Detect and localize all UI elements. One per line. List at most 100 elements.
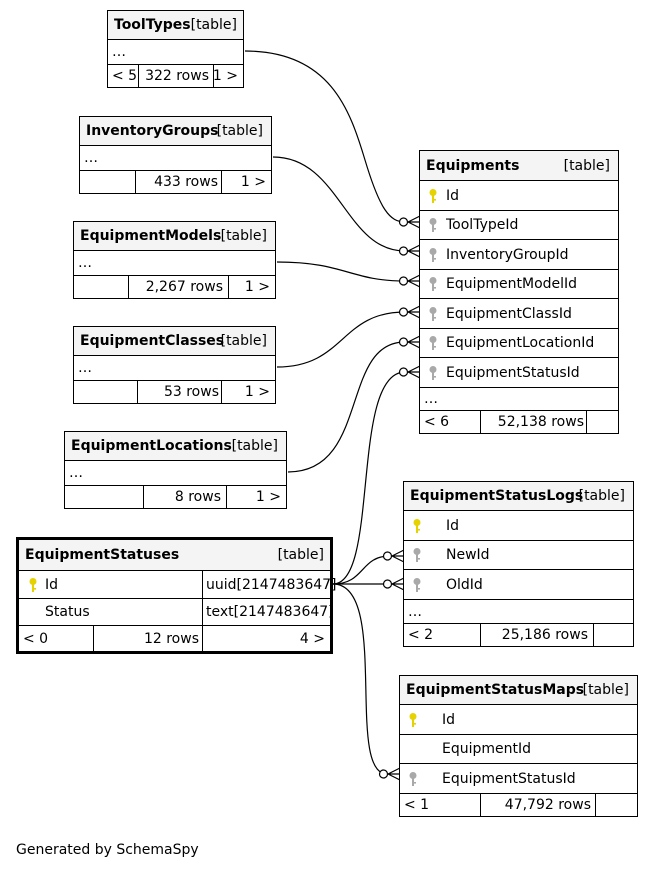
column-ellipsis: … <box>78 360 92 376</box>
column-ellipsis: … <box>112 44 126 60</box>
column-ellipsis: … <box>69 465 83 481</box>
relation-equipmentclasses-equipments <box>276 311 406 368</box>
column-name: EquipmentModelId <box>446 276 578 292</box>
table-type-label: [table] <box>563 157 610 174</box>
column-type: text[2147483647] <box>206 604 334 620</box>
column-ellipsis: … <box>424 391 438 407</box>
table-name: EquipmentClasses <box>80 333 225 349</box>
table-name: EquipmentStatuses <box>25 547 180 563</box>
row-count: 322 rows <box>145 68 209 84</box>
children-count[interactable]: 1 > <box>240 174 266 190</box>
column-name: OldId <box>446 576 483 593</box>
table-type-label: [table] <box>277 547 324 563</box>
table-type-label: [table] <box>231 438 278 454</box>
row-count: 47,792 rows <box>504 797 591 813</box>
table-name: InventoryGroups <box>86 123 219 139</box>
table-inventorygroups[interactable]: InventoryGroups [table] … 433 rows 1 > <box>79 116 272 194</box>
row-count: 433 rows <box>154 174 218 190</box>
column-ellipsis: … <box>408 603 422 620</box>
table-name: EquipmentStatusMaps <box>406 682 585 698</box>
crowsfoot-equipmentstatusid <box>398 365 421 379</box>
relation-equipmentstatuses-equipments <box>332 371 406 585</box>
crowsfoot-equipmentmodelid <box>398 274 421 288</box>
foreign-key-icon <box>428 329 438 357</box>
foreign-key-icon <box>428 211 438 239</box>
table-equipments[interactable]: Equipments [table] Id ToolTypeId Invento… <box>419 150 619 434</box>
column-type: uuid[2147483647] <box>206 576 337 593</box>
foreign-key-icon <box>428 299 438 328</box>
column-name: Id <box>45 576 59 593</box>
children-count[interactable]: 4 > <box>299 630 325 647</box>
column-name: EquipmentStatusId <box>442 770 576 787</box>
children-count[interactable]: 1 > <box>212 68 238 84</box>
column-name: Status <box>45 604 90 620</box>
row-count: 2,267 rows <box>145 279 223 295</box>
table-type-label: [table] <box>216 123 263 139</box>
column-ellipsis: … <box>84 150 98 166</box>
column-name: EquipmentStatusId <box>446 364 580 381</box>
row-count: 25,186 rows <box>501 627 588 643</box>
table-equipmentlocations[interactable]: EquipmentLocations [table] … 8 rows 1 > <box>64 431 287 509</box>
parents-count[interactable]: < 1 <box>404 797 430 813</box>
crowsfoot-equipmentlocationid <box>398 335 421 349</box>
table-name: EquipmentLocations <box>71 438 232 454</box>
table-equipmentmodels[interactable]: EquipmentModels [table] … 2,267 rows 1 > <box>73 221 276 299</box>
foreign-key-icon <box>412 570 422 599</box>
crowsfoot-equipmentclassid <box>398 305 421 319</box>
crowsfoot-oldid <box>382 577 405 591</box>
children-count[interactable]: 1 > <box>244 384 270 400</box>
table-name: EquipmentModels <box>80 228 222 244</box>
table-type-label: [table] <box>220 228 267 244</box>
column-name: Id <box>446 187 460 204</box>
table-equipmentstatusmaps[interactable]: EquipmentStatusMaps [table] Id Equipment… <box>399 675 638 817</box>
parents-count[interactable]: < 6 <box>424 414 450 430</box>
foreign-key-icon <box>428 270 438 298</box>
children-count[interactable]: 1 > <box>255 489 281 505</box>
column-ellipsis: … <box>78 255 92 271</box>
foreign-key-icon <box>408 764 418 793</box>
column-name: EquipmentLocationId <box>446 335 595 351</box>
row-count: 12 rows <box>143 630 199 647</box>
primary-key-icon <box>408 705 418 734</box>
crowsfoot-inventorygroupid <box>398 244 421 258</box>
column-name: InventoryGroupId <box>446 246 569 263</box>
primary-key-icon <box>28 571 38 598</box>
table-tooltypes[interactable]: ToolTypes [table] … < 5 322 rows 1 > <box>107 10 244 88</box>
column-name: Id <box>446 517 460 534</box>
column-name: EquipmentClassId <box>446 305 572 322</box>
row-count: 8 rows <box>174 489 221 505</box>
table-type-label: [table] <box>220 333 267 349</box>
table-equipmentclasses[interactable]: EquipmentClasses [table] … 53 rows 1 > <box>73 326 276 404</box>
row-count: 53 rows <box>163 384 219 400</box>
parents-count[interactable]: < 2 <box>408 627 434 643</box>
column-name: Id <box>442 711 456 728</box>
table-name: Equipments <box>426 157 520 174</box>
table-equipmentstatuses[interactable]: EquipmentStatuses [table] Id uuid[214748… <box>16 537 337 654</box>
foreign-key-icon <box>412 541 422 569</box>
table-equipmentstatuslogs[interactable]: EquipmentStatusLogs [table] Id NewId Old… <box>403 481 634 647</box>
column-name: NewId <box>446 547 490 563</box>
crowsfoot-maps-equipmentstatusid <box>378 767 401 781</box>
row-count: 52,138 rows <box>497 414 584 430</box>
primary-key-icon <box>412 511 422 540</box>
relation-equipmentmodels-equipments <box>276 261 406 282</box>
relation-equipmentlocations-equipments <box>287 341 406 473</box>
parents-count[interactable]: < 0 <box>23 630 49 647</box>
foreign-key-icon <box>428 240 438 269</box>
table-type-label: [table] <box>578 488 625 504</box>
relation-inventorygroups-equipments <box>272 156 406 252</box>
relation-equipmentstatuses-logs-newid <box>332 555 391 585</box>
column-name: EquipmentId <box>442 741 532 757</box>
crowsfoot-tooltypeid <box>398 215 421 229</box>
generated-by-footer: Generated by SchemaSpy <box>16 842 199 858</box>
table-name: EquipmentStatusLogs <box>410 488 584 504</box>
parents-count[interactable]: < 5 <box>112 68 138 84</box>
children-count[interactable]: 1 > <box>244 279 270 295</box>
crowsfoot-newid <box>382 549 405 563</box>
table-type-label: [table] <box>582 682 629 698</box>
primary-key-icon <box>428 181 438 210</box>
column-name: ToolTypeId <box>446 217 519 233</box>
table-name: ToolTypes <box>114 17 191 33</box>
table-type-label: [table] <box>190 17 237 33</box>
foreign-key-icon <box>428 358 438 387</box>
